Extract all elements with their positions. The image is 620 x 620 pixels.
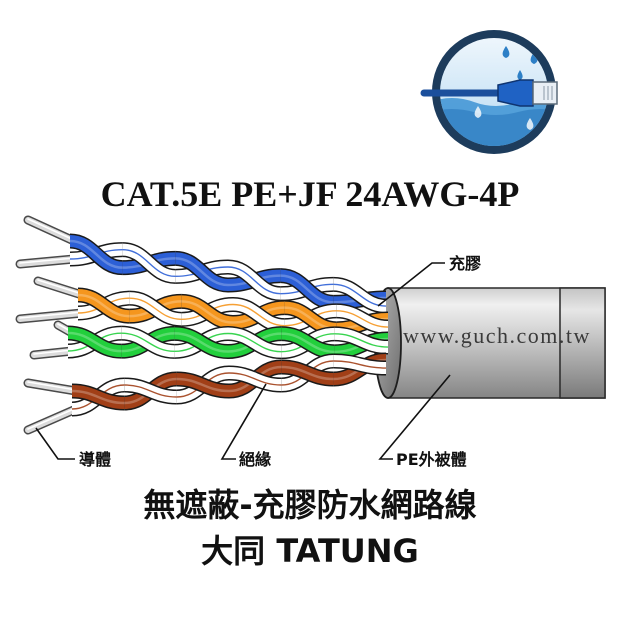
leader-line-conductor [35, 427, 75, 460]
conductor-orange-white [17, 310, 85, 322]
conductor-blue-white-highlight [19, 257, 75, 264]
conductor-orange-white-highlight [19, 311, 83, 319]
wire-green-sheen-3 [174, 332, 229, 353]
wire-brown-sheen-1 [71, 389, 125, 405]
conductor-blue-white [17, 256, 77, 267]
jacket-print-text: www.guch.com.tw [403, 323, 591, 348]
caption-brand: 大同 TATUNG [201, 532, 419, 570]
wire-brown-white-stripe-4 [228, 372, 282, 386]
waterproof-connector-icon [420, 30, 558, 154]
wire-green-white-stripe-6 [334, 333, 389, 348]
conductor-brown-white-highlight [27, 407, 77, 430]
caption-product-name: 無遮蔽-充膠防水網路線 [143, 486, 476, 524]
callout-insulation: 絕緣 [239, 450, 271, 469]
wire-orange-segment-3 [180, 295, 234, 329]
wire-orange-segment-1 [77, 289, 131, 323]
wire-brown-segment-1 [71, 385, 125, 409]
conductor-orange [35, 278, 85, 298]
water-drop-icon [517, 70, 523, 80]
icon-connector-boot [497, 79, 534, 107]
wire-brown-segment-5 [281, 361, 334, 385]
wire-blue-sheen-3 [175, 257, 229, 287]
wire-orange-white-stripe-2 [129, 297, 182, 321]
diagram-title: CAT.5E PE+JF 24AWG-4P [101, 174, 520, 214]
wire-green-segment-1 [67, 327, 122, 358]
wire-orange-sheen-1 [77, 293, 130, 318]
wire-green-white-stripe-2 [121, 332, 175, 353]
water-drop-icon [526, 118, 534, 130]
wire-orange-sheen-3 [181, 300, 234, 324]
cable-jacket [374, 287, 606, 399]
wire-green-white-stripe-4 [227, 332, 282, 353]
twisted-pairs [15, 215, 389, 435]
wire-brown-white-stripe-6 [333, 360, 387, 369]
conductor-brown [25, 380, 79, 394]
conductor-green-white-highlight [33, 349, 73, 355]
wire-green-segment-5 [280, 327, 336, 358]
water-drop-icon [502, 46, 510, 58]
wire-blue-sheen-1 [69, 239, 123, 269]
conductor-brown-highlight [27, 381, 77, 391]
wire-brown-white-stripe-2 [124, 384, 177, 398]
wire-blue-segment-3 [174, 252, 229, 291]
wire-orange-white-stripe-6 [336, 310, 389, 328]
wire-orange-white-stripe-4 [232, 303, 285, 327]
wire-blue-segment-5 [279, 269, 335, 309]
leader-line-filling-gel [377, 262, 445, 307]
callout-filling-gel: 充膠 [449, 254, 481, 273]
wire-green-sheen-5 [281, 332, 335, 354]
callout-outer-jacket: PE外被體 [396, 450, 467, 469]
wire-blue-sheen-5 [280, 274, 334, 304]
icon-rj45-plug [532, 81, 558, 105]
icon-plug-contacts [543, 86, 553, 100]
wire-brown-sheen-3 [176, 377, 230, 393]
wire-brown-sheen-5 [281, 365, 334, 381]
wire-green-segment-3 [174, 327, 229, 358]
jacket-end [559, 287, 606, 399]
wire-blue-segment-1 [69, 235, 124, 274]
conductor-green-white [31, 348, 75, 358]
conductor-blue [25, 217, 77, 244]
wire-blue-white-stripe-4 [227, 266, 281, 295]
callout-conductor: 導體 [79, 450, 111, 469]
wire-brown-segment-3 [176, 373, 230, 397]
wire-blue-white-stripe-2 [122, 248, 176, 278]
leader-line-insulation [220, 383, 267, 460]
water-drop-icon [474, 106, 482, 118]
conductor-brown-white [25, 406, 79, 433]
conductor-orange-highlight [37, 279, 83, 295]
wire-green-sheen-1 [67, 331, 122, 353]
conductor-blue-highlight [27, 218, 75, 241]
leader-line-outer-jacket [378, 374, 451, 460]
